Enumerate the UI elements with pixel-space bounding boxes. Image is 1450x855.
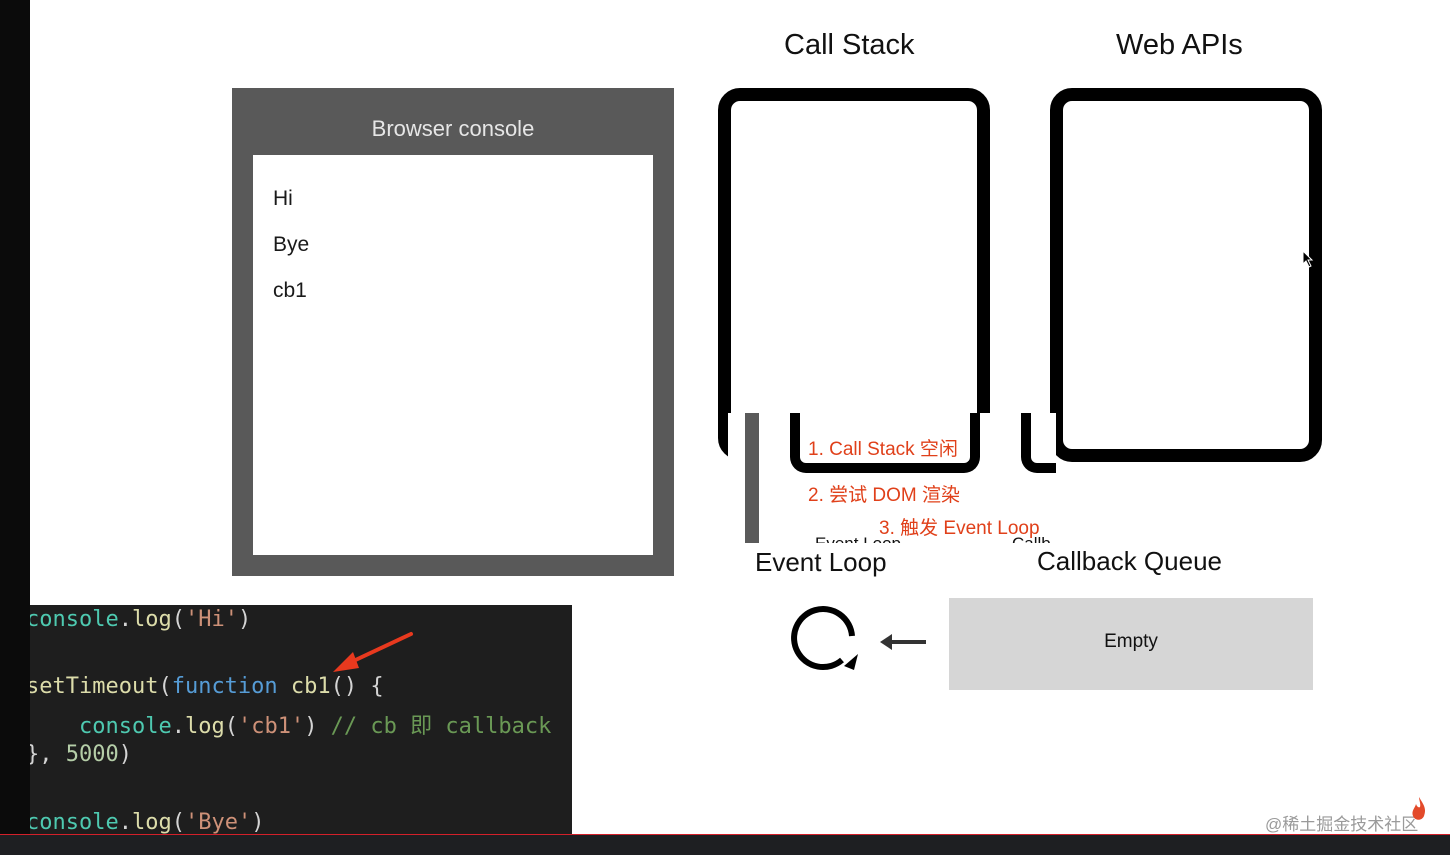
left-arrow-icon [880, 634, 926, 650]
mouse-cursor-icon [1302, 250, 1314, 268]
code-token: 'cb1' [237, 714, 305, 739]
code-token: 'Bye' [184, 810, 252, 835]
code-token: ( [171, 810, 185, 835]
event-loop-steps-popup: 1. Call Stack 空闲 2. 尝试 DOM 渲染 3. 触发 Even… [728, 413, 1056, 543]
code-token: console [30, 810, 119, 835]
callback-queue-status: Empty [1104, 631, 1158, 652]
popup-left-bar [728, 413, 760, 543]
browser-console-output: Hi Bye cb1 [253, 155, 653, 555]
call-stack-heading: Call Stack [784, 29, 915, 61]
callback-queue-box: Empty [949, 598, 1313, 690]
code-token: ( [224, 714, 238, 739]
step-3-text: 3. 触发 Event Loop [879, 518, 1040, 539]
code-token: . [118, 607, 132, 632]
code-line-3: console.log('cb1') // cb 即 callback [30, 708, 551, 740]
red-annotation-arrow-icon [333, 632, 413, 672]
code-token: cb1 [277, 674, 331, 699]
code-token [30, 714, 79, 739]
code-line-5: console.log('Bye') [30, 810, 264, 835]
code-token: ) [237, 607, 252, 632]
code-token: setTimeout [30, 674, 159, 699]
code-line-4: }, 5000) [30, 742, 132, 767]
web-apis-box [1050, 88, 1322, 462]
code-token: 5000 [65, 742, 119, 767]
code-token: () { [330, 674, 384, 699]
code-token: console [78, 714, 172, 739]
code-token: ( [158, 674, 172, 699]
event-loop-label: Event Loop [755, 547, 887, 577]
popup-frame-shape-right [1021, 413, 1056, 473]
code-panel: console.log('Hi') setTimeout(function cb… [30, 605, 572, 835]
console-line-bye: Bye [273, 233, 310, 256]
code-token: ( [171, 607, 185, 632]
browser-console-panel: Browser console Hi Bye cb1 [232, 88, 674, 576]
console-line-hi: Hi [273, 187, 293, 210]
code-token: log [131, 810, 172, 835]
code-token: . [118, 810, 132, 835]
flame-logo-icon [1412, 797, 1426, 820]
popup-frame-shape [790, 413, 980, 473]
console-line-cb1: cb1 [273, 279, 307, 302]
code-token: log [184, 714, 225, 739]
code-line-1: console.log('Hi') [30, 607, 251, 632]
browser-console-title: Browser console [371, 116, 535, 141]
code-token: ) [118, 742, 132, 767]
call-stack-box [718, 88, 990, 460]
left-edge-bar [0, 0, 30, 855]
code-token: ) [304, 714, 318, 739]
popup-cut-callback: Callb [1012, 534, 1051, 543]
bottom-status-bar [0, 835, 1450, 855]
code-token: function [171, 674, 278, 699]
code-token: console [30, 607, 119, 632]
code-line-2: setTimeout(function cb1() { [30, 674, 384, 699]
step-2-text: 2. 尝试 DOM 渲染 [808, 485, 961, 506]
code-token: 'Hi' [184, 607, 238, 632]
event-loop-cycle-icon [791, 606, 858, 670]
step-1-text: 1. Call Stack 空闲 [808, 439, 958, 460]
code-token: }, [30, 742, 53, 767]
code-token: . [171, 714, 185, 739]
watermark-text: @稀土掘金技术社区 [1265, 815, 1419, 834]
code-token: // cb 即 callback [317, 714, 552, 739]
popup-cut-event-loop: Event Loop [815, 534, 901, 543]
code-token: log [131, 607, 172, 632]
code-token: ) [251, 810, 265, 835]
callback-queue-label: Callback Queue [1037, 546, 1222, 576]
web-apis-heading: Web APIs [1116, 29, 1243, 61]
